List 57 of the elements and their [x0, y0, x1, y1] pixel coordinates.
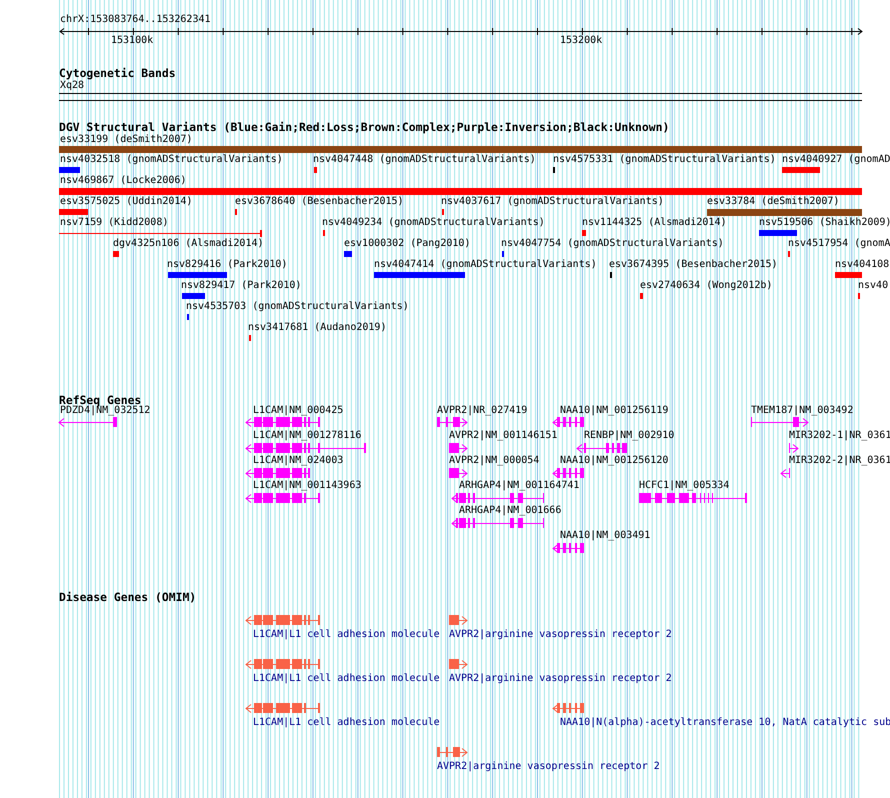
- variant-label: nsv4047414 (gnomADStructuralVariants): [374, 259, 597, 271]
- disease-gene-label: L1CAM|L1 cell adhesion molecule: [253, 673, 440, 685]
- track-title: RefSeq Genes: [59, 394, 142, 406]
- gene-label: PDZD4|NM_032512: [60, 405, 150, 417]
- gene-label: TMEM187|NM_003492: [751, 405, 854, 417]
- disease-gene-label: AVPR2|arginine vasopressin receptor 2: [449, 629, 672, 641]
- gene-label: ARHGAP4|NM_001666: [459, 505, 562, 517]
- variant-label: nsv4049234 (gnomADStructuralVariants): [322, 217, 545, 229]
- variant-label: nsv1144325 (Alsmadi2014): [582, 217, 726, 229]
- disease-gene-label: AVPR2|arginine vasopressin receptor 2: [437, 761, 660, 773]
- variant-label: nsv404108: [835, 259, 890, 271]
- variant-label: esv3674395 (Besenbacher2015): [609, 259, 778, 271]
- track-title: DGV Structural Variants (Blue:Gain;Red:Loss;Brown:Complex;Purple:Inversion;Black:Unknown): [59, 121, 670, 133]
- gene-label: RENBP|NM_002910: [584, 430, 674, 442]
- variant-label: nsv4535703 (gnomADStructuralVariants): [186, 301, 409, 313]
- disease-gene-label: L1CAM|L1 cell adhesion molecule: [253, 629, 440, 641]
- gene-label: L1CAM|NM_000425: [253, 405, 344, 417]
- variant-label: esv1000302 (Pang2010): [344, 238, 470, 250]
- variant-label: nsv4047754 (gnomADStructuralVariants): [501, 238, 724, 250]
- disease-gene-label: AVPR2|arginine vasopressin receptor 2: [449, 673, 672, 685]
- gene-label: L1CAM|NM_001143963: [253, 480, 362, 492]
- variant-label: nsv3417681 (Audano2019): [248, 322, 386, 334]
- coordinate-label: chrX:153083764..153262341: [60, 14, 211, 26]
- gene-label: L1CAM|NM_001278116: [253, 430, 362, 442]
- variant-label: esv2740634 (Wong2012b): [640, 280, 772, 292]
- variant-label: nsv829416 (Park2010): [167, 259, 288, 271]
- variant-label: nsv4517954 (gnomA: [788, 238, 890, 250]
- variant-label: esv33784 (deSmith2007): [707, 196, 840, 208]
- gene-label: NAA10|NM_001256120: [560, 455, 668, 467]
- variant-label: esv33199 (deSmith2007): [60, 134, 192, 146]
- gene-label: HCFC1|NM_005334: [639, 480, 730, 492]
- variant-label: nsv40: [858, 280, 888, 292]
- gene-label: AVPR2|NM_001146151: [449, 430, 558, 442]
- variant-label: esv3575025 (Uddin2014): [60, 196, 192, 208]
- variant-label: nsv519506 (Shaikh2009): [759, 217, 890, 229]
- variant-label: esv3678640 (Besenbacher2015): [235, 196, 404, 208]
- gene-label: AVPR2|NM_000054: [449, 455, 540, 467]
- gene-label: NAA10|NM_001256119: [560, 405, 668, 417]
- variant-label: nsv4037617 (gnomADStructuralVariants): [441, 196, 664, 208]
- variant-label: nsv4032518 (gnomADStructuralVariants): [60, 154, 283, 166]
- variant-label: nsv4047448 (gnomADStructuralVariants): [313, 154, 536, 166]
- tick-label: 153200k: [560, 35, 602, 47]
- variant-label: nsv4575331 (gnomADStructuralVariants): [553, 154, 776, 166]
- variant-label: nsv4040927 (gnomAD: [782, 154, 890, 166]
- variant-label: nsv829417 (Park2010): [181, 280, 302, 292]
- gene-label: ARHGAP4|NM_001164741: [459, 480, 580, 492]
- variant-label: nsv7159 (Kidd2008): [60, 217, 168, 229]
- band-label: Xq28: [60, 80, 84, 92]
- gene-label: AVPR2|NR_027419: [437, 405, 528, 417]
- tick-label: 153100k: [111, 35, 154, 47]
- gene-label: L1CAM|NM_024003: [253, 455, 344, 467]
- gene-label: NAA10|NM_003491: [560, 530, 650, 542]
- variant-label: dgv4325n106 (Alsmadi2014): [113, 238, 264, 250]
- variant-label: nsv469867 (Locke2006): [60, 175, 186, 187]
- track-title: Cytogenetic Bands: [59, 67, 176, 79]
- track-title: Disease Genes (OMIM): [59, 591, 196, 603]
- disease-gene-label: L1CAM|L1 cell adhesion molecule: [253, 717, 440, 729]
